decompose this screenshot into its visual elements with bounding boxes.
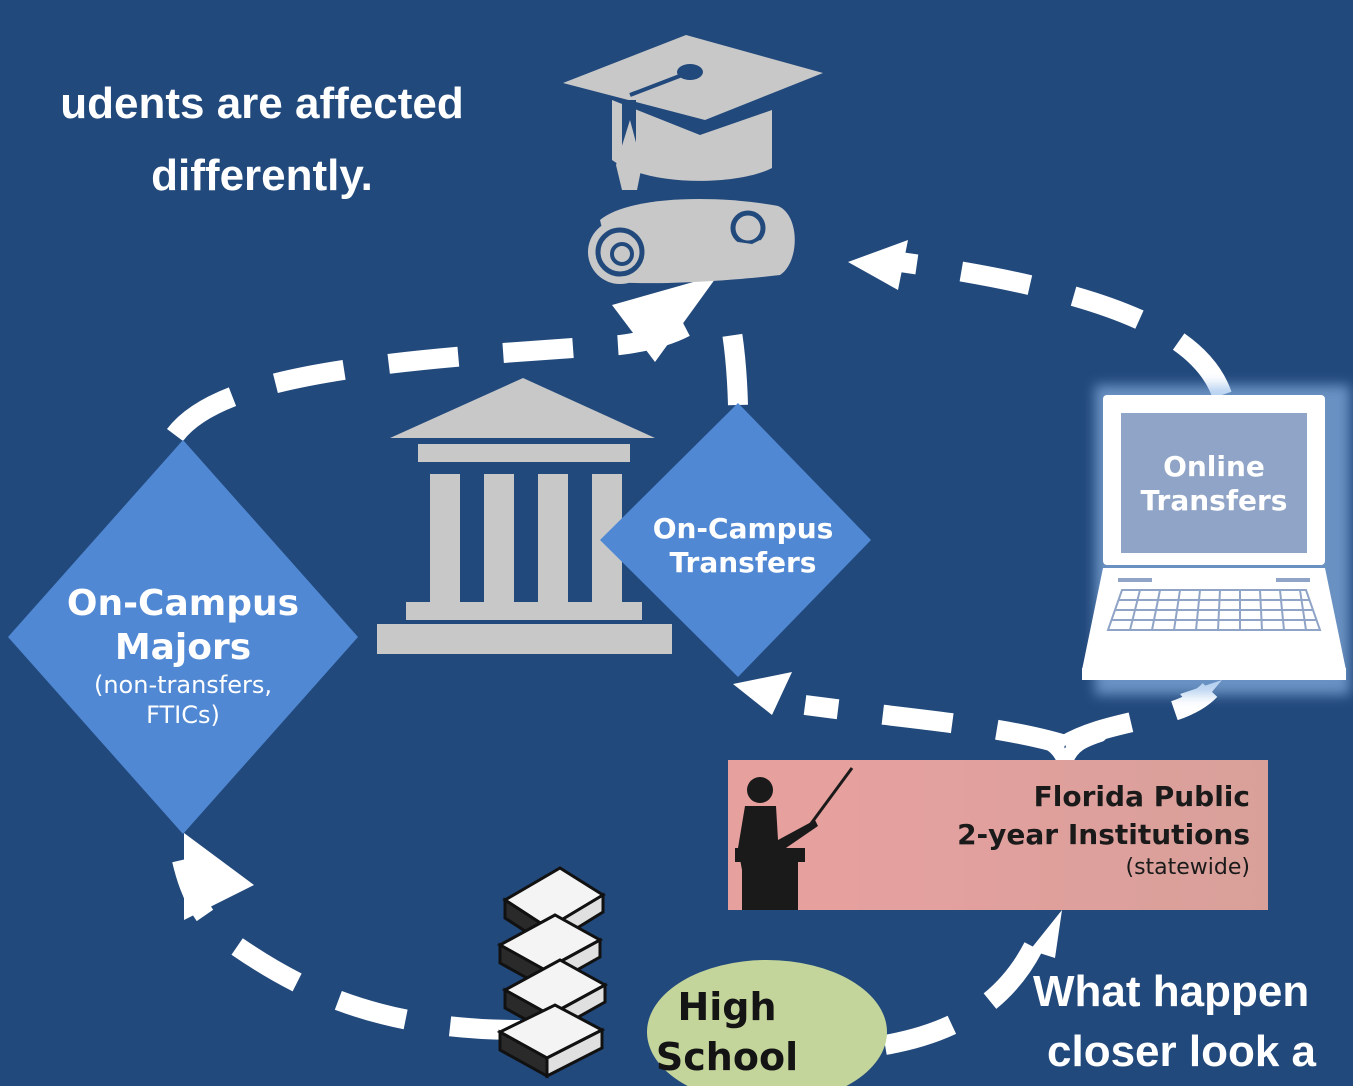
path-online-to-graduation [898,252,1232,399]
majors-note-line-2: FTICs) [146,701,220,729]
arrowhead-to-diploma [612,275,718,362]
online-line-2: Transfers [1140,484,1288,517]
teacher-icon [735,767,854,910]
online-transfers-label: Online Transfers [1121,450,1307,518]
high-school-ellipse [647,960,887,1086]
arrowhead-to-majors [184,833,254,920]
diploma-icon [588,198,795,284]
bottom-question: What happen closer look a [1033,962,1353,1082]
title-line-1: udents are affected [60,79,464,128]
florida-public-label: Florida Public 2-year Institutions (stat… [860,778,1250,882]
bottom-line-1: What happen [1033,967,1310,1016]
high-school-line-2: School [655,1035,799,1079]
transfers-line-2: Transfers [669,546,817,579]
laptop-icon [1082,385,1350,695]
on-campus-transfers-diamond [600,403,871,677]
high-school-label: High School [647,982,807,1082]
path-transfers-to-graduation [720,318,748,406]
florida-note: (statewide) [1125,855,1250,880]
path-highschool-to-florida [883,916,1055,1055]
page-title: udents are affected differently. [0,68,532,212]
arrowhead-to-diploma-right [848,240,908,290]
majors-title-line-1: On-Campus [66,583,300,624]
majors-title-line-2: Majors [114,627,252,668]
majors-note-line-1: (non-transfers, [93,671,273,699]
on-campus-majors-label: On-Campus Majors (non-transfers, FTICs) [38,582,328,730]
on-campus-transfers-label: On-Campus Transfers [628,512,858,580]
bottom-line-2: closer look a [1047,1027,1317,1076]
high-school-line-1: High [677,985,777,1029]
graduation-cap-icon [563,35,823,190]
transfers-line-1: On-Campus [652,512,834,545]
title-line-2: differently. [151,151,373,200]
florida-line-1: Florida Public [1033,780,1250,813]
on-campus-majors-diamond [8,440,358,834]
books-icon [496,866,609,1079]
university-building-icon [377,378,672,654]
online-line-1: Online [1163,450,1265,483]
arrowhead-to-florida [1030,910,1062,958]
arrowhead-to-transfers [733,672,792,715]
florida-line-2: 2-year Institutions [957,818,1250,851]
